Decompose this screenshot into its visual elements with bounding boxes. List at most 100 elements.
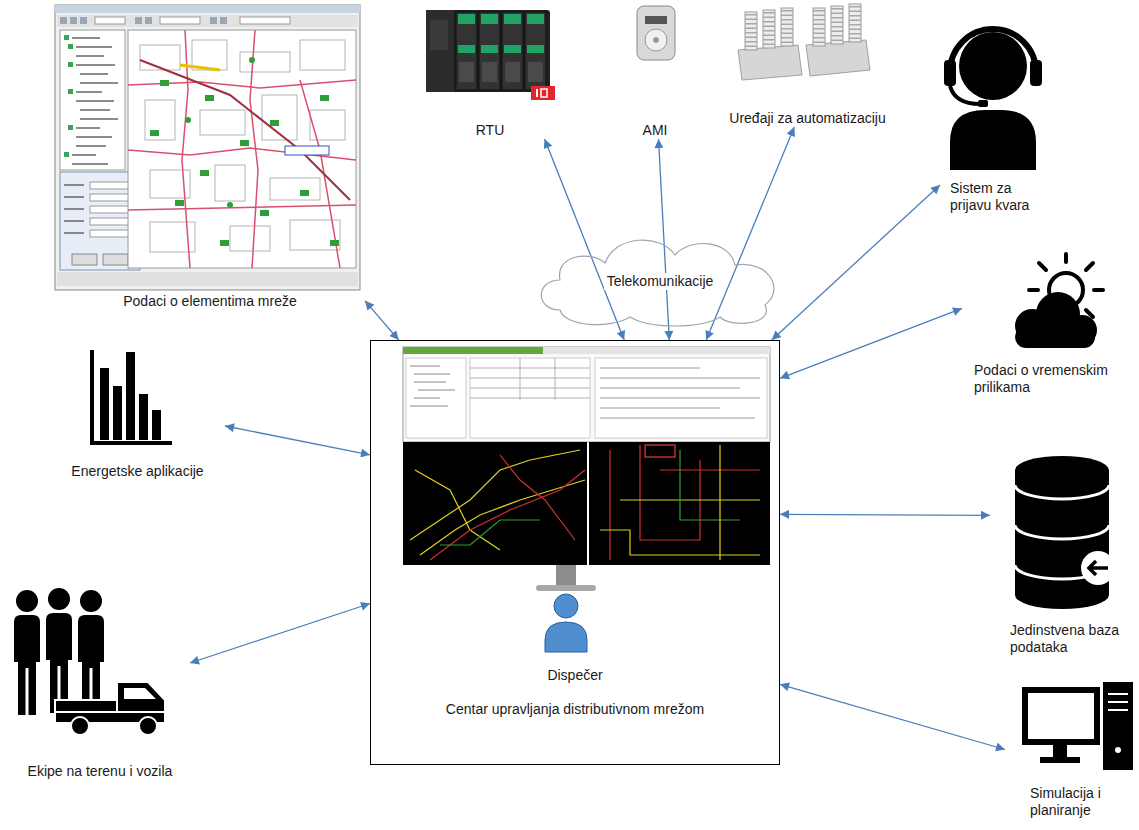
computer-icon-part xyxy=(1115,747,1121,753)
gis-screenshot-part-part xyxy=(215,165,245,201)
connector-arrow xyxy=(780,684,1005,749)
scada-screenshot-part-part xyxy=(470,368,590,369)
gis-screenshot-part-part xyxy=(145,17,152,24)
database-icon-part xyxy=(1015,456,1109,484)
switchgear-devices-part-part xyxy=(813,10,825,44)
cloud-outline-path xyxy=(541,240,774,326)
scada-screenshot-part xyxy=(554,594,578,618)
node-label: RTU xyxy=(425,122,555,139)
scada-screenshot-part-part xyxy=(410,366,440,367)
gis-screenshot-part-part xyxy=(330,240,339,246)
rtu-device-part-part xyxy=(481,45,498,53)
rtu-device-part xyxy=(459,62,543,82)
smart-meter-part xyxy=(637,6,675,60)
scada-screenshot-part-part xyxy=(430,470,585,560)
rtu-device-part xyxy=(456,12,477,90)
switchgear-devices-part-part xyxy=(781,10,793,44)
scada-screenshot-part-part xyxy=(414,374,450,375)
call-center-icon-part xyxy=(959,32,1027,100)
gis-screenshot-part-part xyxy=(72,163,108,165)
gis-screenshot-part-part xyxy=(64,196,84,198)
scada-screenshot-part xyxy=(556,565,576,586)
call-center-icon-part xyxy=(950,86,980,104)
computer-icon-part-part xyxy=(1108,709,1128,711)
gis-screenshot-part-part xyxy=(175,200,184,206)
scada-screenshot-part xyxy=(403,347,770,442)
gis-screenshot-part-part xyxy=(220,17,227,24)
scada-screenshot-part xyxy=(470,358,590,400)
scada-screenshot-part xyxy=(410,366,455,406)
bar-chart-icon-part-part xyxy=(139,394,148,440)
switchgear-devices-part-part xyxy=(763,10,775,48)
field-device: Uređaji za automatizaciju xyxy=(725,5,890,127)
gis-screenshot-part-part xyxy=(72,37,100,39)
rtu-device-part xyxy=(525,12,546,90)
field-crew-icon-part-part xyxy=(139,717,157,735)
connector-arrow xyxy=(225,426,370,455)
gis-screenshot-part xyxy=(55,5,360,13)
scada-screenshot-part-part xyxy=(600,378,760,379)
gis-screenshot-part-part xyxy=(68,89,73,94)
gis-screenshot-part-part xyxy=(240,52,290,72)
gis-screenshot-part xyxy=(128,30,356,268)
rtu-device-part xyxy=(426,10,550,92)
scada-screenshot-part-part xyxy=(470,378,590,379)
gis-screenshot-part-part xyxy=(160,80,169,86)
database-icon-part xyxy=(1081,551,1115,585)
rtu-device-part-part xyxy=(504,14,521,24)
gis-screenshot-part-part xyxy=(160,17,200,24)
rtu-device-part-part xyxy=(505,62,520,82)
scada-screenshot-part-part xyxy=(470,398,590,399)
scada-screenshot-part xyxy=(403,347,543,354)
scada-screenshot-part-part xyxy=(410,406,448,407)
gis-screenshot-part-part xyxy=(270,178,320,200)
call-center-icon-part xyxy=(950,29,1036,72)
gis-screenshot-part-part xyxy=(205,95,214,101)
rtu-device-part xyxy=(536,89,538,97)
scada-screenshot-part xyxy=(545,622,587,652)
computer-icon xyxy=(1025,682,1133,770)
rtu-device-part xyxy=(502,12,523,90)
call-center-icon xyxy=(944,29,1042,170)
gis-screenshot-part-part xyxy=(64,184,84,186)
database-icon-part xyxy=(1015,485,1109,499)
computer-icon-part xyxy=(1040,757,1080,763)
scada-screenshot-part-part xyxy=(719,445,720,560)
connector-arrow xyxy=(659,139,670,340)
gis-screenshot-part-part xyxy=(80,82,118,84)
gis-screenshot-part-part xyxy=(76,100,114,102)
field-crew: Ekipe na terenu i vozila xyxy=(10,585,190,780)
switchgear-devices xyxy=(738,4,870,80)
weather-icon xyxy=(1015,254,1103,348)
weather-icon-part-part xyxy=(1086,263,1093,270)
call-center-icon-part xyxy=(944,60,956,86)
gis-screenshot-part-part xyxy=(95,17,125,24)
gis-screenshot-part-part xyxy=(220,240,229,246)
rtu-device-part xyxy=(426,10,454,92)
node-label: AMI xyxy=(620,122,690,139)
scada-screenshot-part-part xyxy=(600,398,760,399)
scada-screenshot-part-part xyxy=(410,450,580,540)
gis-screenshot-part-part xyxy=(68,62,73,67)
gis-screenshot-part-part xyxy=(76,145,106,147)
gis-screenshot xyxy=(55,5,360,290)
gis-screenshot-part-part xyxy=(200,110,245,135)
database-icon-part xyxy=(1015,581,1109,609)
node-label: Simulacija i planiranje xyxy=(1030,785,1135,819)
scada-screenshot-part-part xyxy=(415,470,500,550)
field-crew-icon-part xyxy=(46,588,72,713)
gis-screenshot-part-part xyxy=(210,17,217,24)
gis-screenshot-part-part xyxy=(128,80,356,88)
scada-screenshot-part-part xyxy=(640,445,700,540)
node-label: Podaci o vremenskim prilikama xyxy=(974,362,1122,396)
gis-screenshot-part xyxy=(64,35,73,157)
rtu-device-part xyxy=(430,20,448,50)
rtu-device-part-part xyxy=(482,62,497,82)
rtu-device-part-part xyxy=(527,14,544,24)
gis-screenshot-part xyxy=(64,185,84,233)
scada-screenshot-part-part xyxy=(645,445,675,457)
rtu-device-part-part xyxy=(504,45,521,53)
switchgear-devices-part-part xyxy=(813,8,825,46)
node-label: Uređaji za automatizaciju xyxy=(725,110,890,127)
